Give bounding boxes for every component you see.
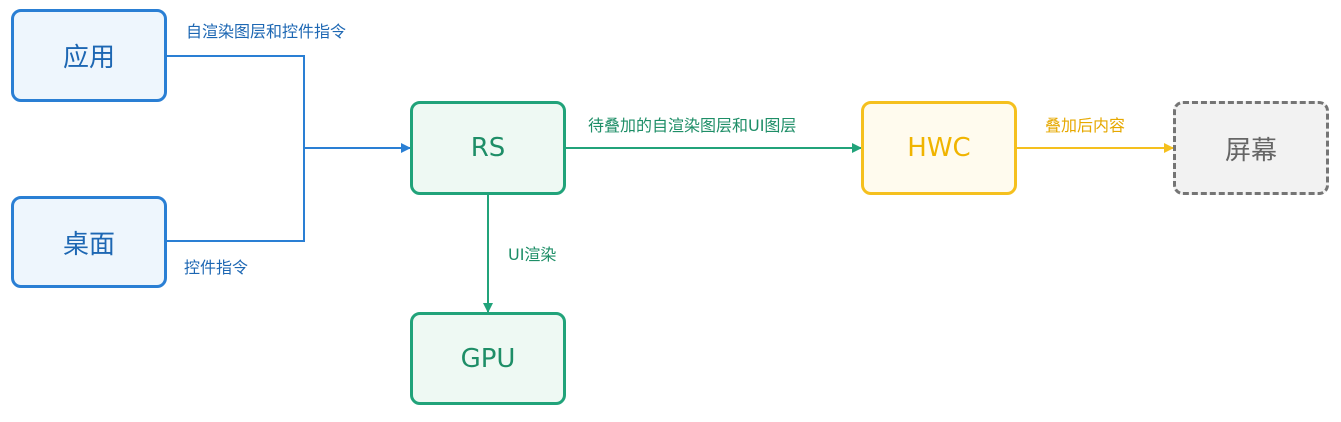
- node-app-label: 应用: [62, 43, 115, 73]
- edge-label-hwc-to-screen: 叠加后内容: [1045, 116, 1126, 135]
- edge-desktop-to-rs: [167, 148, 305, 242]
- edge-label-app-to-rs: 自渲染图层和控件指令: [186, 22, 347, 41]
- node-desktop-label: 桌面: [62, 229, 115, 260]
- node-rs: RS: [410, 101, 566, 195]
- node-desktop: 桌面: [11, 196, 167, 288]
- node-gpu: GPU: [410, 312, 566, 405]
- edge-app-to-rs: [167, 55, 411, 153]
- edge-label-rs-to-hwc: 待叠加的自渲染图层和UI图层: [588, 116, 797, 135]
- node-screen: 屏幕: [1173, 101, 1329, 195]
- node-rs-label: RS: [470, 133, 506, 163]
- edge-label-rs-to-gpu: UI渲染: [508, 245, 557, 264]
- node-screen-label: 屏幕: [1224, 135, 1277, 166]
- node-app: 应用: [11, 9, 167, 102]
- node-hwc-label: HWC: [907, 133, 971, 163]
- node-gpu-label: GPU: [460, 343, 516, 374]
- node-hwc: HWC: [861, 101, 1017, 195]
- edge-label-desktop-to-rs: 控件指令: [184, 258, 249, 277]
